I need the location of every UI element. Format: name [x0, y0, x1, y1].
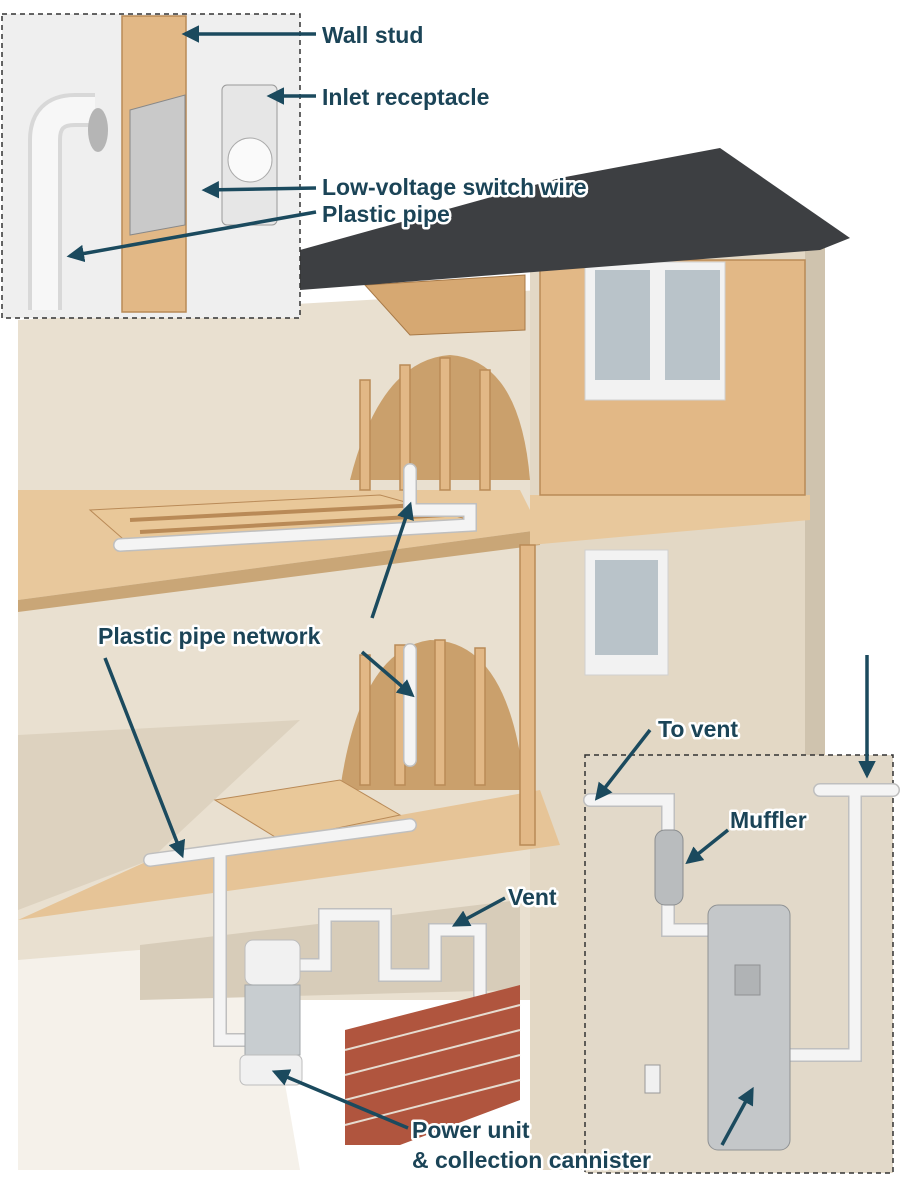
muffler-body [654, 829, 684, 906]
label-wall-stud: Wall stud [322, 22, 423, 48]
arrow-to-vent [594, 728, 652, 801]
window-upper [584, 261, 726, 401]
arrow-muffler [685, 828, 730, 865]
arrow-vent [451, 896, 506, 927]
callout-arrows [66, 25, 876, 1146]
inset-inlet-detail [1, 13, 301, 319]
arrow-power-unit [271, 1069, 409, 1130]
arrow-network-lower [103, 657, 186, 859]
arrow-plastic-pipe [66, 210, 317, 263]
arrow-switch-wire [201, 180, 317, 199]
wall-studs-upper [359, 357, 491, 491]
label-vent: Vent [508, 884, 557, 910]
label-collection-cannister: & collection cannister [412, 1147, 651, 1173]
arrow-network-middle [360, 650, 415, 698]
label-inlet-receptacle: Inlet receptacle [322, 84, 489, 110]
canister-body [707, 904, 791, 1151]
window-middle [584, 549, 669, 676]
label-plastic-pipe: Plastic pipe [322, 201, 450, 227]
arrow-network-upper [370, 501, 414, 619]
label-power-unit: Power unit [412, 1117, 530, 1143]
label-switch-wire: Low-voltage switch wire [322, 174, 587, 200]
label-muffler: Muffler [730, 807, 807, 833]
brick-wall [344, 985, 521, 1145]
floor-joists [88, 494, 471, 841]
label-pipe-network: Plastic pipe network [98, 623, 321, 649]
roof [300, 148, 850, 290]
arrow-canister [720, 1086, 754, 1146]
label-to-vent: To vent [658, 716, 738, 742]
power-unit [239, 939, 303, 1086]
attic-rafters [363, 274, 526, 336]
pipe-network [113, 463, 487, 1047]
